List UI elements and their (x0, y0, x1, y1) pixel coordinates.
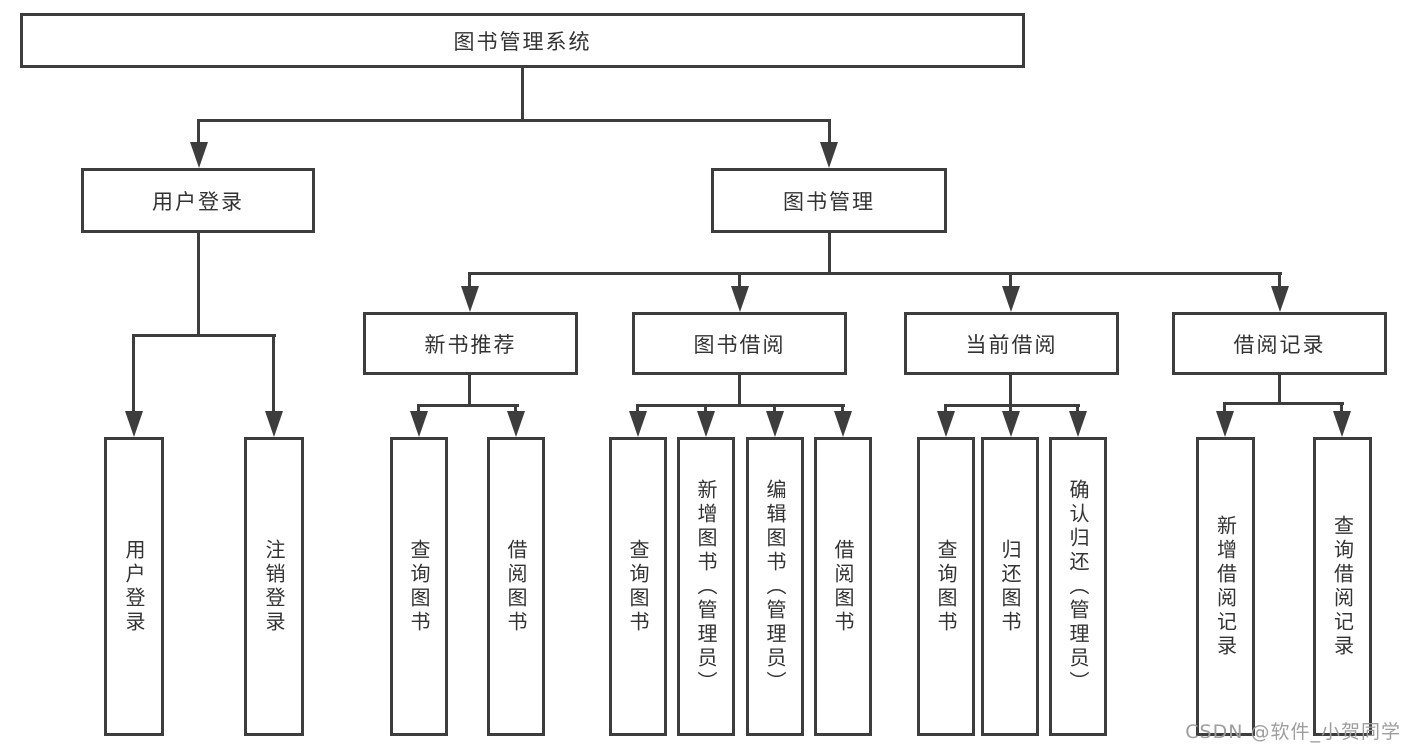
edge-drop (738, 272, 741, 288)
leaf-label: 归还图书 (998, 538, 1022, 635)
node-borrowing-records: 借阅记录 (1172, 312, 1387, 375)
edge-bar (636, 404, 845, 407)
arrowhead-icon (125, 411, 143, 437)
arrowhead-icon (1002, 286, 1020, 312)
leaf-edit-books-admin: 编辑图书（管理员） (746, 437, 804, 736)
node-book-borrowing: 图书借阅 (632, 312, 847, 375)
node-book-management: 图书管理 (711, 168, 947, 233)
arrowhead-icon (1069, 411, 1087, 437)
arrowhead-icon (190, 142, 208, 168)
edge-bar (468, 272, 1282, 275)
edge-drop (514, 404, 517, 416)
leaf-label: 新增借阅记录 (1213, 514, 1238, 659)
edge-bar (132, 334, 276, 337)
leaf-add-borrow-record: 新增借阅记录 (1196, 437, 1255, 736)
csdn-watermark: CSDN @软件_小贺同学 (1185, 721, 1401, 743)
leaf-label: 确认归还（管理员） (1066, 478, 1090, 695)
arrowhead-icon (731, 286, 749, 312)
edge-drop (1278, 272, 1281, 288)
leaf-borrow-books-borrowing: 借阅图书 (814, 437, 872, 736)
leaf-query-books-borrowing: 查询图书 (609, 437, 667, 736)
arrowhead-icon (1333, 411, 1351, 437)
arrowhead-icon (410, 411, 428, 437)
arrowhead-icon (1271, 286, 1289, 312)
node-current-borrowing: 当前借阅 (904, 312, 1119, 375)
leaf-confirm-return-admin: 确认归还（管理员） (1049, 437, 1107, 736)
leaf-return-books: 归还图书 (981, 437, 1039, 736)
leaf-label: 查询借阅记录 (1330, 514, 1355, 659)
edge-root-bar (197, 119, 831, 122)
edge-trunk (468, 375, 471, 407)
arrowhead-icon (766, 411, 784, 437)
edge-drop (1340, 402, 1343, 416)
leaf-query-borrow-record: 查询借阅记录 (1313, 437, 1372, 736)
edge-drop (132, 334, 135, 413)
leaf-label: 注销登录 (262, 538, 286, 635)
edge-drop (773, 404, 776, 416)
arrowhead-icon (507, 411, 525, 437)
edge-trunk (828, 233, 831, 275)
edge-bar (1223, 402, 1344, 405)
arrowhead-icon (629, 411, 647, 437)
edge-drop (944, 404, 947, 416)
leaf-query-books-recommend: 查询图书 (390, 437, 448, 736)
leaf-add-books-admin: 新增图书（管理员） (677, 437, 735, 736)
edge-drop (636, 404, 639, 416)
edge-bar (417, 404, 519, 407)
edge-trunk (738, 375, 741, 407)
edge-drop (417, 404, 420, 416)
node-library-system: 图书管理系统 (20, 13, 1025, 68)
leaf-label: 用户登录 (122, 538, 146, 635)
edge-drop (272, 334, 275, 413)
leaf-label: 借阅图书 (504, 538, 528, 635)
edge-trunk (1278, 375, 1281, 405)
node-user-login: 用户登录 (81, 168, 315, 233)
arrowhead-icon (1216, 411, 1234, 437)
node-new-book-recommendation: 新书推荐 (363, 312, 578, 375)
arrowhead-icon (265, 411, 283, 437)
edge-drop (1009, 404, 1012, 416)
arrowhead-icon (1002, 411, 1020, 437)
arrowhead-icon (937, 411, 955, 437)
edge-drop (704, 404, 707, 416)
arrowhead-icon (820, 142, 838, 168)
edge-drop (841, 404, 844, 416)
edge-drop (1076, 404, 1079, 416)
leaf-label: 查询图书 (934, 538, 958, 635)
leaf-label: 借阅图书 (831, 538, 855, 635)
arrowhead-icon (461, 286, 479, 312)
leaf-borrow-books-recommend: 借阅图书 (487, 437, 545, 736)
arrowhead-icon (697, 411, 715, 437)
edge-bar (944, 404, 1080, 407)
edge-drop (1009, 272, 1012, 288)
edge-root-trunk (521, 68, 524, 122)
edge-drop (197, 119, 200, 145)
leaf-label: 编辑图书（管理员） (763, 478, 787, 695)
leaf-user-login: 用户登录 (104, 437, 164, 736)
leaf-label: 新增图书（管理员） (694, 478, 718, 695)
leaf-label: 查询图书 (407, 538, 431, 635)
edge-drop (468, 272, 471, 288)
leaf-query-books-current: 查询图书 (917, 437, 975, 736)
edge-trunk (197, 233, 200, 337)
leaf-label: 查询图书 (626, 538, 650, 635)
arrowhead-icon (834, 411, 852, 437)
leaf-logout: 注销登录 (244, 437, 304, 736)
edge-drop (828, 119, 831, 145)
edge-trunk (1009, 375, 1012, 407)
edge-drop (1223, 402, 1226, 416)
